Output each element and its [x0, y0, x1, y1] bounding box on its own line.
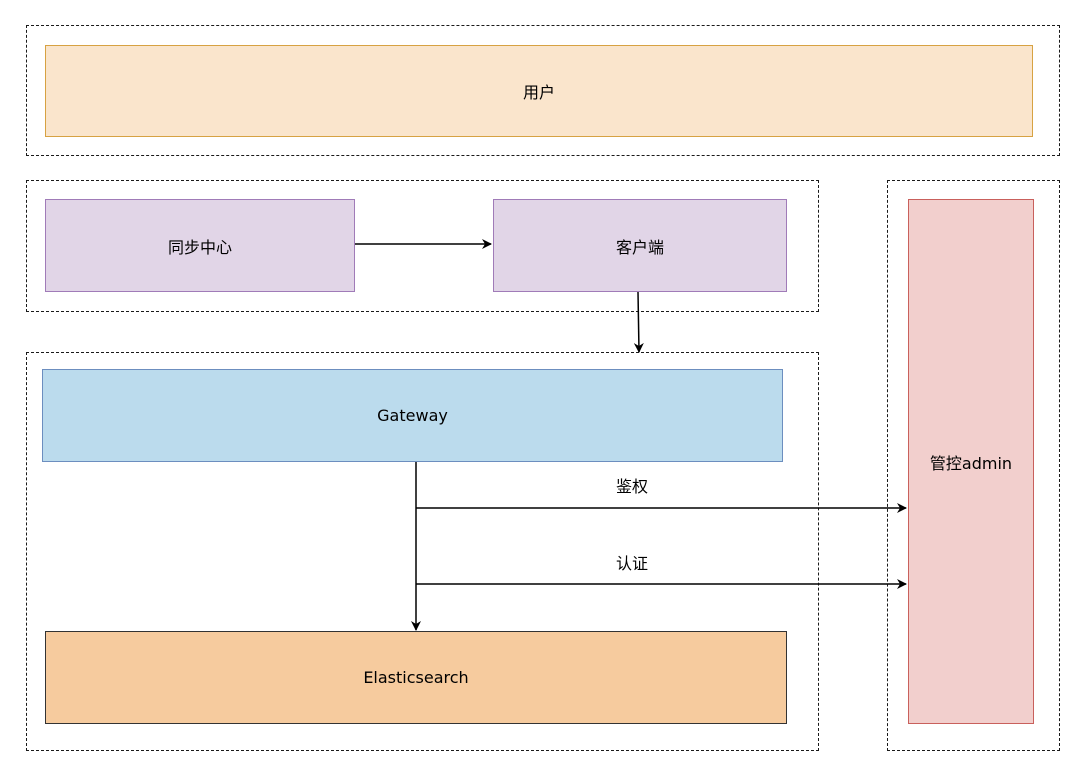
elasticsearch-node[interactable]: Elasticsearch — [45, 631, 787, 724]
gateway-group — [26, 352, 819, 751]
user-label: 用户 — [522, 83, 555, 102]
client-label: 客户端 — [615, 237, 664, 257]
auth-edge-label: 鉴权 — [615, 477, 649, 496]
user-node[interactable]: 用户 — [45, 45, 1033, 137]
admin-node[interactable]: 管控admin — [908, 199, 1034, 724]
client-node[interactable]: 客户端 — [493, 199, 787, 292]
gateway-label: Gateway — [377, 406, 448, 425]
authentication-edge-label: 认证 — [615, 554, 649, 573]
client-group — [26, 180, 819, 312]
user-group — [26, 25, 1060, 156]
gateway-node[interactable]: Gateway — [42, 369, 783, 462]
sync-center-node[interactable]: 同步中心 — [45, 199, 355, 292]
sync-center-label: 同步中心 — [167, 237, 232, 257]
admin-label: 管控admin — [929, 453, 1013, 473]
admin-group — [887, 180, 1060, 751]
elasticsearch-label: Elasticsearch — [363, 668, 469, 687]
